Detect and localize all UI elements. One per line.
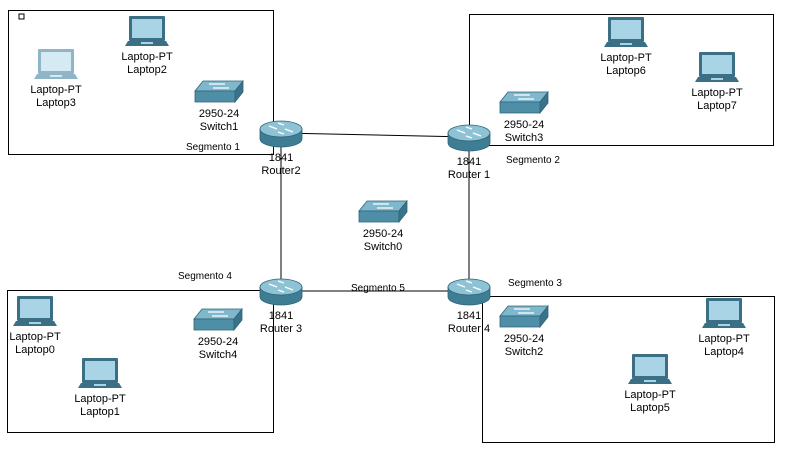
laptop-model-label: Laptop-PT: [30, 84, 82, 96]
laptop-model-label: Laptop-PT: [691, 87, 743, 99]
switch-model-label: 2950-24: [504, 119, 544, 131]
switch-name-label: Switch0: [364, 241, 403, 253]
laptop-model-label: Laptop-PT: [698, 333, 750, 345]
laptop-model-label: Laptop-PT: [624, 389, 676, 401]
zone-bottom-left: [7, 290, 274, 433]
switch-icon: [499, 304, 549, 329]
laptop-model-label: Laptop-PT: [9, 331, 61, 343]
laptop-icon: [604, 17, 648, 47]
corner-marker: [18, 13, 25, 20]
router-name-label: Router2: [261, 165, 300, 177]
laptop-icon: [78, 358, 122, 388]
link-router2-router1: [280, 132, 470, 138]
router-model-label: 1841: [269, 152, 293, 164]
laptop-name-label: Laptop1: [80, 406, 120, 418]
switch-model-label: 2950-24: [363, 228, 403, 240]
zone-bottom-right: [482, 296, 775, 443]
router-name-label: Router 3: [260, 323, 302, 335]
laptop-icon: [628, 354, 672, 384]
switch-icon: [358, 199, 408, 224]
switch-icon: [193, 307, 243, 332]
segment-label-seg5: Segmento 5: [351, 283, 405, 294]
router-icon: [259, 278, 303, 306]
segment-label-seg1: Segmento 1: [186, 142, 240, 153]
links-layer: [280, 132, 470, 292]
laptop-name-label: Laptop6: [606, 65, 646, 77]
switch-name-label: Switch3: [505, 132, 544, 144]
switch-icon: [194, 79, 244, 104]
router-model-label: 1841: [457, 310, 481, 322]
laptop-name-label: Laptop3: [36, 97, 76, 109]
laptop-icon: [34, 49, 78, 79]
laptop-model-label: Laptop-PT: [600, 52, 652, 64]
zones-layer: [7, 10, 775, 443]
laptop-name-label: Laptop0: [15, 344, 55, 356]
router-icon: [447, 124, 491, 152]
laptop-name-label: Laptop4: [704, 346, 744, 358]
laptop-model-label: Laptop-PT: [121, 51, 173, 63]
router-icon: [259, 120, 303, 148]
switch-model-label: 2950-24: [199, 108, 239, 120]
router-icon: [447, 278, 491, 306]
switch-name-label: Switch2: [505, 346, 544, 358]
segment-label-seg4: Segmento 4: [178, 271, 232, 282]
laptop-icon: [13, 296, 57, 326]
laptop-icon: [695, 52, 739, 82]
switch-name-label: Switch1: [200, 121, 239, 133]
switch-model-label: 2950-24: [504, 333, 544, 345]
laptop-name-label: Laptop7: [697, 100, 737, 112]
segments-layer: Segmento 1 Segmento 2 Segmento 3 Segmento 4…: [178, 142, 562, 294]
switch-model-label: 2950-24: [198, 336, 238, 348]
segment-label-seg3: Segmento 3: [508, 278, 562, 289]
switch-icon: [499, 90, 549, 115]
laptop-icon: [125, 16, 169, 46]
zone-top-right: [469, 14, 774, 146]
segment-label-seg2: Segmento 2: [506, 155, 560, 166]
router-model-label: 1841: [269, 310, 293, 322]
laptop-name-label: Laptop5: [630, 402, 670, 414]
laptop-model-label: Laptop-PT: [74, 393, 126, 405]
router-name-label: Router 1: [448, 169, 490, 181]
laptop-icon: [702, 298, 746, 328]
zone-top-left: [8, 10, 274, 155]
router-name-label: Router 4: [448, 323, 490, 335]
router-model-label: 1841: [457, 156, 481, 168]
laptop-name-label: Laptop2: [127, 64, 167, 76]
switch-name-label: Switch4: [199, 349, 238, 361]
